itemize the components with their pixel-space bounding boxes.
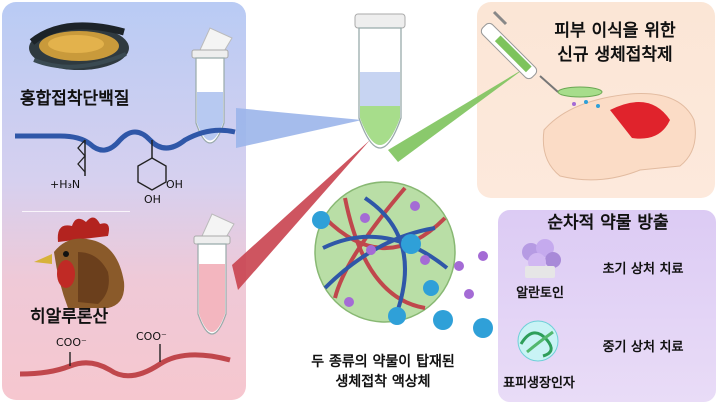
- rooster-icon: [34, 217, 125, 308]
- carboxylate-right-label: COO⁻: [136, 330, 167, 343]
- sequential-release-title: 순차적 약물 방출: [547, 213, 669, 233]
- sequential-release-panel: [498, 210, 716, 402]
- green-tube-icon: [354, 13, 406, 149]
- mussel-protein-label: 홍합접착단백질: [20, 89, 130, 109]
- wound-hand-icon: [542, 86, 696, 181]
- hyaluronic-acid-label: 히알루론산: [30, 307, 109, 327]
- green-beam: [388, 68, 525, 162]
- allantoin-effect: 초기 상처 치료: [602, 262, 684, 277]
- center-caption-line2: 생체접착 액상체: [335, 374, 431, 390]
- blue-tube-icon: [191, 27, 233, 144]
- red-beam: [232, 140, 370, 290]
- hydrogel-network-icon: [312, 181, 456, 325]
- mussel-protein-structure: [14, 127, 236, 191]
- divider: [22, 211, 130, 212]
- carboxylate-left-label: COO⁻: [56, 336, 87, 349]
- released-particles: [433, 251, 493, 338]
- skin-graft-title-line2: 신규 생체접착제: [557, 45, 673, 65]
- allantoin-label: 알란토인: [516, 286, 564, 301]
- skin-graft-title-line1: 피부 이식을 위한: [554, 21, 676, 41]
- allantoin-flower-icon: [522, 239, 561, 278]
- pink-tube-icon: [193, 213, 235, 335]
- amine-label: +H₃N: [50, 178, 81, 191]
- mussel-icon: [29, 22, 129, 70]
- blue-beam: [236, 108, 362, 148]
- hyaluronic-acid-structure: [19, 344, 231, 379]
- hydroxyl-top-label: OH: [166, 178, 183, 191]
- syringe-icon: [480, 10, 559, 93]
- egf-effect: 중기 상처 치료: [602, 340, 684, 355]
- egf-protein-icon: [517, 320, 559, 362]
- hydroxyl-bottom-label: OH: [144, 193, 161, 206]
- center-caption-line1: 두 종류의 약물이 탑재된: [311, 354, 455, 370]
- egf-label: 표피생장인자: [503, 376, 575, 391]
